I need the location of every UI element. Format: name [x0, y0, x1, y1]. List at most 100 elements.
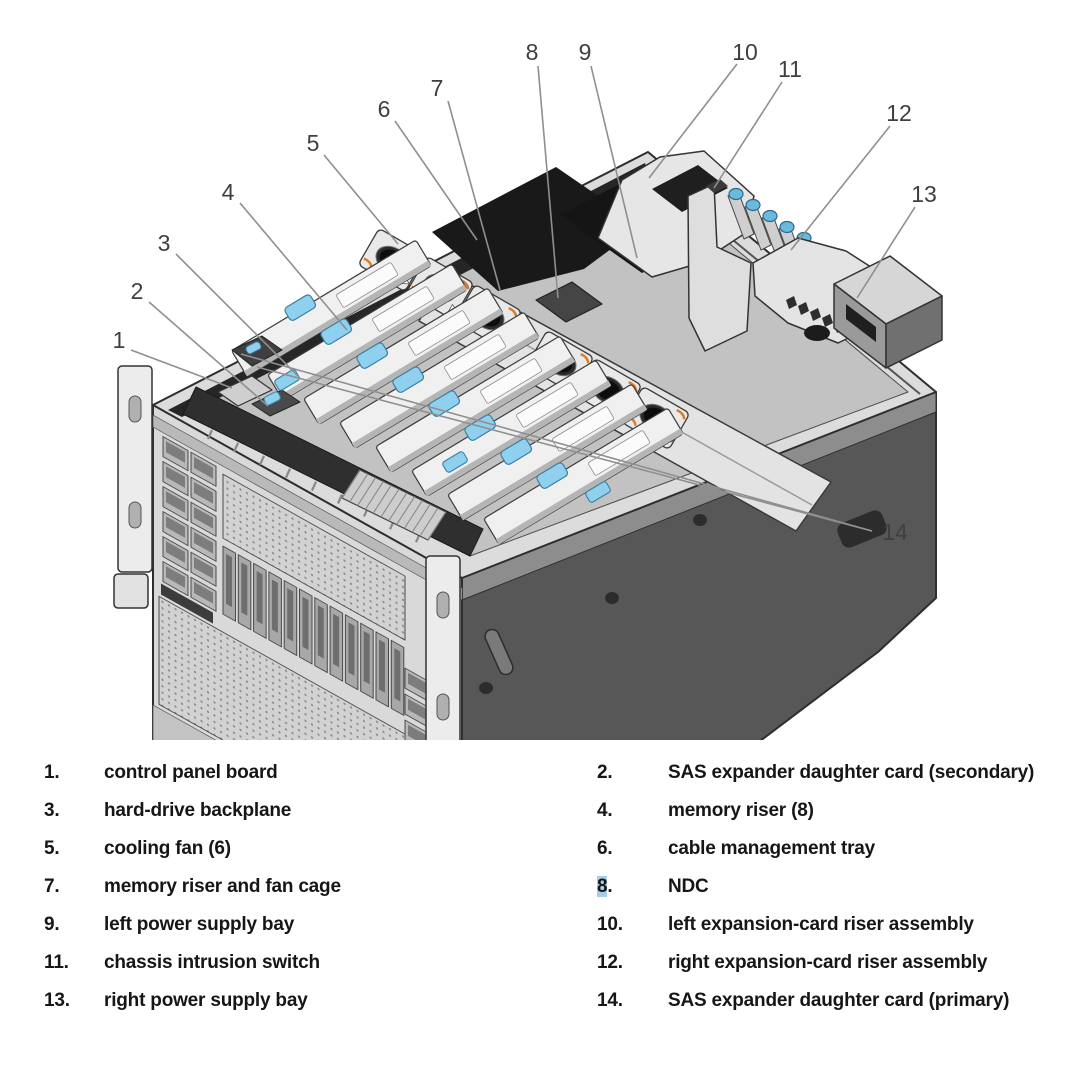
callout-leader-line: [856, 206, 916, 299]
callout-number-10: 10: [732, 39, 758, 65]
memory-riser-label: [552, 406, 615, 452]
drive-bay-vent: [166, 466, 185, 488]
drive-bay-vent: [194, 581, 213, 604]
riser-latch-clip: [442, 451, 468, 473]
drive-slot-vent: [287, 588, 294, 642]
legend-item-label: right expansion-card riser assembly: [668, 952, 988, 973]
drive-bay-vent: [194, 506, 213, 529]
ndc-card: [535, 281, 603, 323]
rack-ear-left-slot: [128, 395, 142, 423]
memory-riser-tab: [536, 462, 569, 489]
memory-riser-label: [336, 262, 399, 308]
legend-row: 5.cooling fan (6)6.cable management tray: [0, 830, 1080, 868]
callout-leader-line: [447, 100, 501, 291]
callout-number-14: 14: [882, 519, 908, 545]
memory-riser-label: [588, 430, 651, 476]
backplane-slot-tick: [310, 481, 318, 492]
callout-leader-line: [175, 253, 299, 377]
callout-number-7: 7: [431, 75, 444, 101]
front-bezel-strip: [152, 414, 463, 601]
drive-slot-vent: [394, 648, 401, 702]
drive-bay-vent: [194, 531, 213, 554]
drive-bay-vent: [166, 566, 185, 588]
callout-number-5: 5: [307, 130, 320, 156]
heatsink-rib: [411, 503, 431, 533]
drive-bay-vent: [194, 556, 213, 579]
drive-slot-vent: [348, 622, 355, 676]
side-panel-slot: [484, 628, 514, 676]
callout-leader-line: [394, 120, 478, 241]
legend-item-number: 10.: [597, 914, 623, 935]
legend-item-number: 1.: [44, 762, 60, 783]
heatsink-rib: [427, 511, 447, 541]
backplane-slot-tick: [336, 494, 344, 504]
rear-left-opening: [432, 167, 642, 291]
legend-item-number: 7.: [44, 876, 60, 897]
riser-vent: [786, 296, 797, 309]
drive-slot-vent: [302, 596, 309, 651]
legend-item-label: SAS expander daughter card (primary): [668, 990, 1010, 1011]
drive-bay-vent: [408, 724, 427, 740]
callout-leader-line: [239, 202, 348, 331]
chassis-intrusion-switch: [706, 179, 728, 193]
front-panel: [152, 403, 463, 740]
legend-item-number: 13.: [44, 990, 70, 1011]
riser-vent: [798, 302, 809, 315]
highlighted-digit: 8: [597, 876, 608, 897]
right-psu-slot: [846, 304, 876, 342]
callout-leader-line: [256, 366, 873, 532]
callout-leader-line: [323, 154, 399, 245]
callout-leader-line: [537, 65, 559, 299]
rack-ear-left-foot: [113, 573, 149, 609]
legend-item-label: cable management tray: [668, 838, 875, 859]
memory-riser-label: [408, 310, 471, 356]
memory-riser-label: [480, 358, 543, 404]
drive-slot-vent: [226, 553, 232, 608]
legend-item-label: memory riser and fan cage: [104, 876, 341, 897]
backplane-slot-tick: [284, 468, 292, 479]
side-panel-hole: [479, 682, 493, 694]
heatsink-rib: [403, 500, 423, 529]
legend-item-label: NDC: [668, 876, 709, 897]
drive-slot-vent: [241, 562, 248, 616]
heatsink-rib: [388, 492, 408, 522]
side-panel-hole: [693, 514, 707, 526]
memory-riser-tab: [464, 414, 497, 441]
memory-riser-tab: [356, 342, 389, 369]
legend-item-label: cooling fan (6): [104, 838, 231, 859]
front-control-strip: [161, 583, 213, 624]
drive-slot-vent: [333, 613, 340, 668]
legend-item-label: left expansion-card riser assembly: [668, 914, 974, 935]
callout-leader-line: [713, 81, 783, 189]
callout-leader-line: [590, 65, 638, 259]
fan-release-arrow: [580, 353, 590, 364]
memory-riser-shade: [459, 404, 648, 521]
heatsink-rib: [380, 488, 400, 518]
riser-latch-clip: [585, 481, 611, 503]
legend-item-number: 12.: [597, 952, 623, 973]
rack-ear-left: [117, 365, 153, 573]
drive-bay-vent: [166, 516, 185, 538]
memory-riser-label: [372, 286, 435, 332]
legend-item-label: control panel board: [104, 762, 278, 783]
memory-riser-tab: [500, 438, 533, 465]
fan-release-arrow: [676, 409, 686, 420]
memory-riser: [340, 312, 540, 449]
legend-item-number: 8.: [597, 876, 613, 897]
expansion-slot-latch: [728, 187, 744, 201]
legend-item-label: SAS expander daughter card (secondary): [668, 762, 1035, 783]
drive-bay-vent: [194, 456, 213, 479]
memory-riser-shade: [279, 284, 468, 401]
legend-item-number: 6.: [597, 838, 613, 859]
left-riser-slot-hole: [652, 165, 728, 212]
callout-number-2: 2: [131, 278, 144, 304]
heatsink-rib: [364, 481, 384, 510]
memory-riser-label: [516, 382, 579, 428]
drive-slot-vent: [271, 579, 278, 633]
heatsink-rib: [372, 484, 392, 514]
